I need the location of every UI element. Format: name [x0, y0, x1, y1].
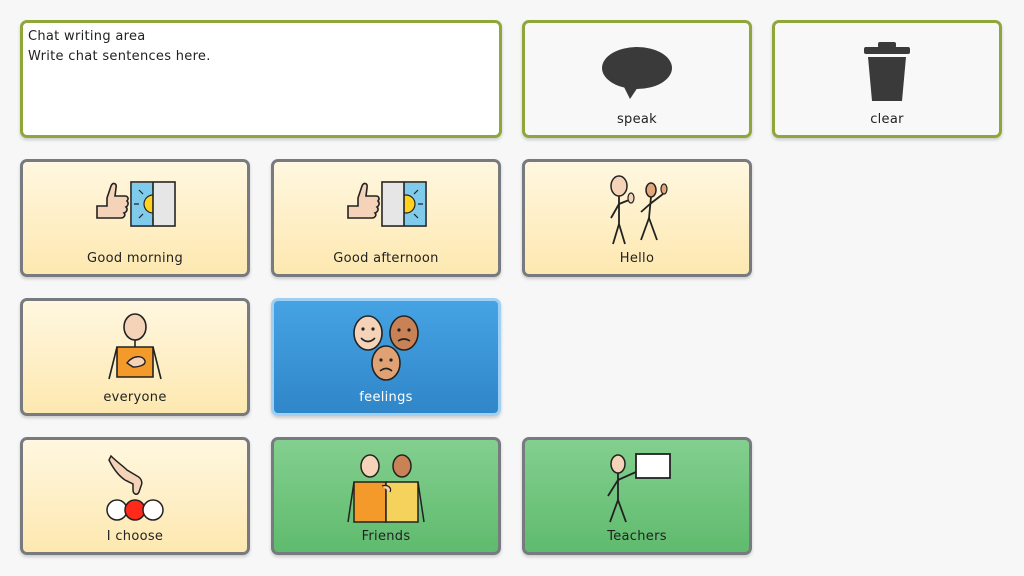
tile-teachers[interactable]: Teachers: [522, 437, 752, 555]
clear-label: clear: [870, 112, 904, 127]
thumbs-up-sun-icon: [347, 181, 427, 227]
teacher-board-icon: [607, 453, 671, 523]
chat-writing-area[interactable]: Chat writing area Write chat sentences h…: [20, 20, 502, 138]
tile-label: I choose: [106, 529, 164, 544]
speech-bubble-icon: [602, 47, 672, 99]
clear-button[interactable]: clear: [772, 20, 1002, 138]
tile-everyone[interactable]: everyone: [20, 298, 250, 416]
tile-label: Good morning: [86, 251, 184, 266]
tile-label: Friends: [361, 529, 411, 544]
speak-button[interactable]: speak: [522, 20, 752, 138]
tile-label: Hello: [619, 251, 655, 266]
person-self-icon: [108, 313, 162, 380]
tile-good-afternoon[interactable]: Good afternoon: [271, 159, 501, 277]
tile-label: Teachers: [607, 529, 667, 544]
tile-good-morning[interactable]: Good morning: [20, 159, 250, 277]
tile-label: feelings: [359, 390, 413, 405]
hand-choose-icon: [106, 454, 164, 521]
chat-area-placeholder: Write chat sentences here.: [28, 49, 211, 64]
people-waving-icon: [610, 175, 668, 245]
tile-friends[interactable]: Friends: [271, 437, 501, 555]
thumbs-up-sun-icon: [96, 181, 176, 227]
friends-icon: [347, 454, 425, 523]
speak-label: speak: [616, 112, 658, 127]
tile-label: Good afternoon: [333, 251, 439, 266]
tile-feelings[interactable]: feelings: [271, 298, 501, 416]
faces-feelings-icon: [353, 315, 419, 381]
tile-label: everyone: [103, 390, 167, 405]
trash-can-icon: [864, 42, 910, 101]
chat-area-title: Chat writing area: [28, 29, 146, 44]
tile-hello[interactable]: Hello: [522, 159, 752, 277]
tile-i-choose[interactable]: I choose: [20, 437, 250, 555]
